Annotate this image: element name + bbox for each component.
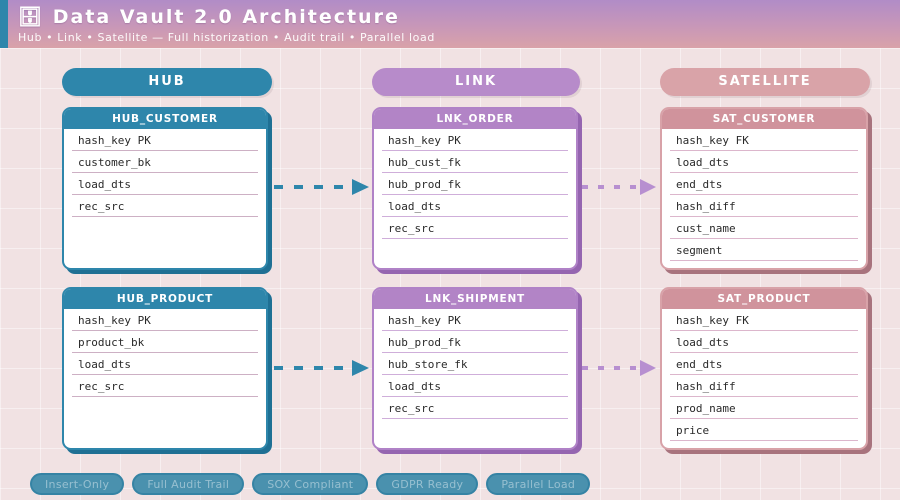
badge-sox-compliant: SOX Compliant <box>252 473 369 495</box>
table-lnk-order: LNK_ORDER hash_key PK hub_cust_fk hub_pr… <box>372 107 578 270</box>
table-field: load_dts <box>72 353 258 375</box>
app-header: 🗄 Data Vault 2.0 Architecture Hub • Link… <box>0 0 900 48</box>
table-field: segment <box>670 239 858 261</box>
table-sat-product: SAT_PRODUCT hash_key FK load_dts end_dts… <box>660 287 868 450</box>
arrow-hub-product-to-lnk-shipment <box>274 366 352 370</box>
table-title: SAT_CUSTOMER <box>662 109 866 129</box>
table-field: prod_name <box>670 397 858 419</box>
table-field: product_bk <box>72 331 258 353</box>
table-field: hash_key PK <box>382 309 568 331</box>
table-field: price <box>670 419 858 441</box>
table-field: hub_cust_fk <box>382 151 568 173</box>
page-title-text: Data Vault 2.0 Architecture <box>52 6 400 28</box>
table-field: rec_src <box>382 397 568 419</box>
table-title: HUB_PRODUCT <box>64 289 266 309</box>
table-field: hash_key PK <box>72 309 258 331</box>
arrow-lnk-order-to-sat-customer <box>582 185 640 189</box>
table-field: hub_prod_fk <box>382 331 568 353</box>
arrow-hub-customer-to-lnk-order <box>274 185 352 189</box>
table-field: load_dts <box>670 331 858 353</box>
badge-full-audit-trail: Full Audit Trail <box>132 473 245 495</box>
badge-insert-only: Insert-Only <box>30 473 125 495</box>
arrow-lnk-shipment-to-sat-product <box>582 366 640 370</box>
table-field: hash_key FK <box>670 129 858 151</box>
table-field: end_dts <box>670 173 858 195</box>
table-field: customer_bk <box>72 151 258 173</box>
table-field: load_dts <box>382 375 568 397</box>
page-subtitle: Hub • Link • Satellite — Full historizat… <box>18 31 435 44</box>
table-lnk-shipment: LNK_SHIPMENT hash_key PK hub_prod_fk hub… <box>372 287 578 450</box>
table-sat-customer: SAT_CUSTOMER hash_key FK load_dts end_dt… <box>660 107 868 270</box>
page-title: 🗄 Data Vault 2.0 Architecture <box>18 6 900 28</box>
column-header-satellite: SATELLITE <box>660 68 870 96</box>
table-field: end_dts <box>670 353 858 375</box>
table-field: rec_src <box>72 195 258 217</box>
arrowhead-hub-product-to-lnk-shipment <box>352 360 369 376</box>
file-cabinet-icon: 🗄 <box>18 6 45 28</box>
table-field: load_dts <box>382 195 568 217</box>
table-hub-customer: HUB_CUSTOMER hash_key PK customer_bk loa… <box>62 107 268 270</box>
table-title: SAT_PRODUCT <box>662 289 866 309</box>
table-field: hub_prod_fk <box>382 173 568 195</box>
table-field: cust_name <box>670 217 858 239</box>
table-title: LNK_ORDER <box>374 109 576 129</box>
table-field: load_dts <box>670 151 858 173</box>
header-accent-stripe <box>0 0 8 48</box>
table-field: hub_store_fk <box>382 353 568 375</box>
diagram-canvas: HUB LINK SATELLITE HUB_CUSTOMER hash_key… <box>0 48 900 500</box>
badge-gdpr-ready: GDPR Ready <box>376 473 479 495</box>
column-header-link: LINK <box>372 68 580 96</box>
badge-parallel-load: Parallel Load <box>486 473 591 495</box>
table-field: load_dts <box>72 173 258 195</box>
feature-badges: Insert-Only Full Audit Trail SOX Complia… <box>30 473 591 495</box>
table-field: rec_src <box>382 217 568 239</box>
table-hub-product: HUB_PRODUCT hash_key PK product_bk load_… <box>62 287 268 450</box>
table-field: hash_diff <box>670 375 858 397</box>
table-title: LNK_SHIPMENT <box>374 289 576 309</box>
table-field: rec_src <box>72 375 258 397</box>
arrowhead-lnk-order-to-sat-customer <box>640 179 656 195</box>
table-field: hash_key FK <box>670 309 858 331</box>
arrowhead-hub-customer-to-lnk-order <box>352 179 369 195</box>
table-field: hash_key PK <box>72 129 258 151</box>
arrowhead-lnk-shipment-to-sat-product <box>640 360 656 376</box>
column-header-hub: HUB <box>62 68 272 96</box>
table-field: hash_diff <box>670 195 858 217</box>
table-field: hash_key PK <box>382 129 568 151</box>
table-title: HUB_CUSTOMER <box>64 109 266 129</box>
